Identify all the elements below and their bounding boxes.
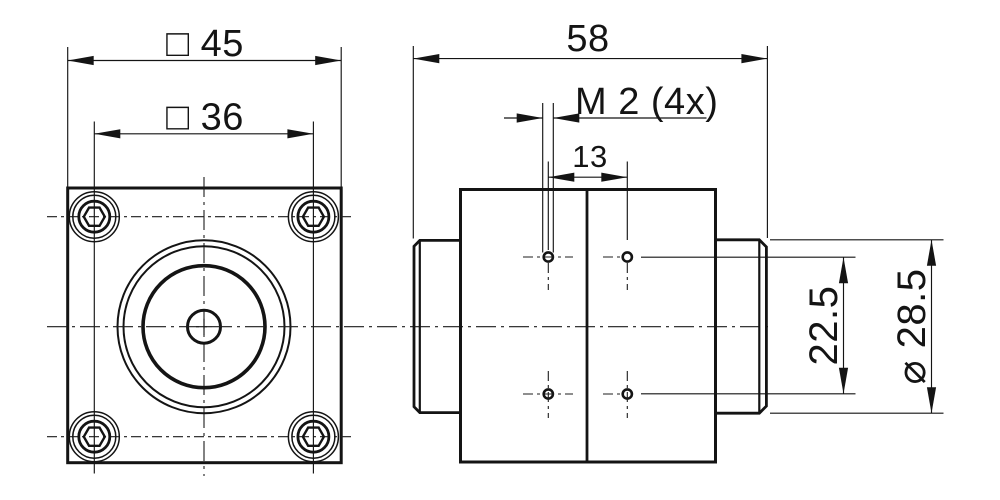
dim-hole-spacing-label: 13	[572, 139, 607, 174]
dim-hole-pattern-height: 22.5	[641, 256, 856, 395]
dim-flange-width: □ 45	[67, 23, 342, 187]
dim-thread-callout: M 2 (4x)	[504, 81, 718, 253]
front-view	[47, 121, 354, 476]
hole-top-right	[621, 251, 634, 263]
mounting-holes	[523, 251, 634, 418]
front-tube	[715, 238, 768, 415]
dim-bolt-spacing-label: □ 36	[166, 97, 244, 139]
dim-hole-spacing: 13	[547, 139, 628, 250]
dim-body-diameter: ⌀ 28.5	[770, 239, 944, 414]
dim-hole-pattern-height-label: 22.5	[802, 286, 846, 366]
dim-flange-width-label: □ 45	[166, 23, 244, 65]
dim-overall-length: 58	[412, 18, 768, 239]
dim-overall-length-label: 58	[566, 18, 609, 60]
side-view	[412, 188, 768, 464]
dim-bolt-spacing: □ 36	[94, 97, 314, 139]
rear-boss	[412, 239, 461, 414]
dim-thread-callout-label: M 2 (4x)	[575, 81, 718, 123]
dim-body-diameter-label: ⌀ 28.5	[890, 268, 934, 384]
